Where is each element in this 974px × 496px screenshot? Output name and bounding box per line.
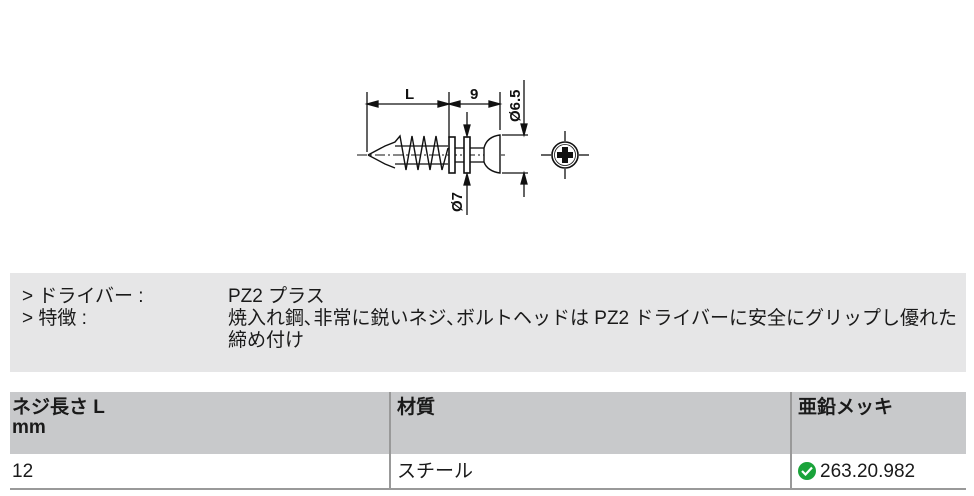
info-row-features: > 特徴 : 焼入れ鋼､非常に鋭いネジ､ボルトヘッドは PZ2 ドライバーに安全… — [22, 308, 958, 352]
cell-length: 12 — [10, 454, 390, 490]
cell-material: スチール — [389, 454, 791, 490]
header-material: 材質 — [389, 392, 791, 454]
svg-text:9: 9 — [470, 86, 478, 103]
article-number[interactable]: 263.20.982 — [820, 461, 916, 482]
info-row-driver: > ドライバー : PZ2 プラス — [22, 286, 958, 308]
phillips-head-end-view — [541, 131, 589, 179]
screw-technical-drawing: L 9 Ø6.5 Ø7 — [340, 70, 600, 230]
info-value: PZ2 プラス — [228, 286, 325, 307]
cell-article[interactable]: 263.20.982 — [790, 454, 966, 490]
product-info-box: > ドライバー : PZ2 プラス > 特徴 : 焼入れ鋼､非常に鋭いネジ､ボル… — [10, 273, 966, 372]
header-unit: mm — [12, 417, 46, 438]
header-label: ネジ長さ L — [12, 397, 105, 418]
info-value: 焼入れ鋼､非常に鋭いネジ､ボルトヘッドは PZ2 ドライバーに安全にグリップし優… — [228, 308, 958, 351]
info-label: > 特徴 : — [22, 308, 87, 329]
svg-text:Ø6.5: Ø6.5 — [507, 89, 524, 122]
table-row: 12 スチール 263.20.982 — [10, 454, 966, 490]
info-label: > ドライバー : — [22, 286, 144, 307]
header-screw-length: ネジ長さ L mm — [10, 392, 390, 454]
table-header-row: ネジ長さ L mm 材質 亜鉛メッキ — [10, 392, 966, 454]
svg-text:L: L — [405, 86, 414, 103]
header-finish: 亜鉛メッキ — [790, 392, 966, 454]
check-circle-icon — [798, 462, 816, 480]
spec-table: ネジ長さ L mm 材質 亜鉛メッキ 12 スチール 263.20.982 — [10, 392, 966, 490]
svg-text:Ø7: Ø7 — [449, 192, 466, 212]
